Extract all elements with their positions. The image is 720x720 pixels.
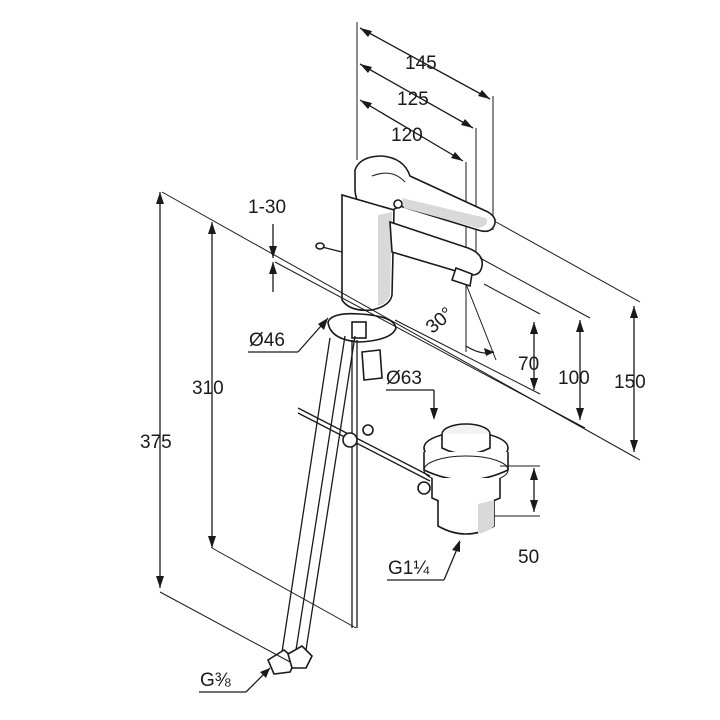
arrow-70-top	[530, 322, 538, 334]
top-dimension-group: 145 125 120	[356, 22, 494, 275]
handle-screw	[393, 199, 403, 209]
hose-left-inner	[305, 335, 356, 651]
arrow-100-bottom	[576, 408, 584, 420]
column-shade	[378, 212, 392, 306]
aerator	[450, 266, 473, 288]
arrow-100-top	[576, 320, 584, 332]
label-diameter-46: Ø46	[249, 330, 285, 351]
waste-plug-side	[441, 434, 491, 455]
ext-100-top	[479, 257, 591, 319]
arrow-375-bottom	[156, 576, 164, 588]
arrow-145-end	[478, 90, 490, 99]
deck-line-2	[274, 261, 586, 429]
arrow-145-start	[360, 28, 372, 37]
ext-70-top	[483, 283, 541, 315]
label-100: 100	[558, 368, 590, 389]
mounting-nut	[351, 321, 367, 339]
arrow-375-top	[156, 192, 164, 204]
leader-63-arrow	[430, 408, 438, 420]
arrow-125-start	[360, 64, 372, 73]
handle-highlight	[371, 172, 406, 183]
hoses-group	[266, 335, 431, 675]
arrow-1-30-top	[269, 246, 277, 258]
handle-shade	[402, 198, 487, 228]
arrow-1-30-bottom	[269, 262, 277, 274]
faucet-body	[315, 155, 496, 381]
leader-g114-arrow	[452, 540, 460, 552]
hose-fitting-right	[287, 645, 313, 669]
label-310: 310	[192, 378, 224, 399]
right-dimension-group: 70 100 150	[161, 191, 646, 461]
label-1-30: 1-30	[248, 197, 286, 218]
label-30deg: 30°	[422, 304, 458, 339]
arrow-120-start	[360, 100, 372, 109]
arrow-150-bottom	[630, 440, 638, 452]
waste-body-shade	[478, 500, 494, 534]
label-120: 120	[391, 125, 423, 146]
popup-knob	[315, 242, 325, 250]
label-70: 70	[518, 354, 539, 375]
label-g1-1-4: G1¼	[388, 558, 430, 579]
hose-back	[281, 337, 331, 653]
arrow-70-bottom	[530, 378, 538, 390]
angle-leg-1	[465, 283, 497, 361]
hose-left-outer	[295, 335, 346, 651]
label-375: 375	[140, 432, 172, 453]
faucet-spout	[389, 220, 484, 276]
waste-linkage-pivot	[417, 481, 431, 495]
arrow-150-top	[630, 306, 638, 318]
arrow-125-end	[461, 119, 473, 128]
flexible-hose-connector	[361, 349, 383, 381]
linkage-clamp	[342, 432, 358, 448]
leader-46-arrow	[318, 318, 328, 330]
linkage-rod-2	[297, 412, 431, 482]
label-150: 150	[614, 372, 646, 393]
leader-labels: Ø46 Ø63 50 G1¼ G⅜	[199, 317, 540, 693]
dim-line-145	[359, 27, 491, 100]
dim-line-125	[359, 63, 474, 129]
arrow-310-bottom	[208, 536, 216, 548]
dim-line-120	[359, 99, 464, 162]
label-diameter-63: Ø63	[386, 368, 422, 389]
waste-assembly	[417, 423, 509, 535]
arrow-50-bottom	[530, 500, 538, 512]
label-125: 125	[397, 89, 429, 110]
arrow-310-top	[208, 222, 216, 234]
angle-arrow	[484, 348, 494, 356]
ext-310-bottom	[211, 547, 357, 629]
arrow-50-top	[530, 468, 538, 480]
left-dimension-group: 1-30 310 375	[140, 192, 357, 663]
label-50: 50	[518, 547, 539, 568]
deck-line-3	[394, 319, 541, 395]
ext-150-top	[495, 221, 641, 303]
ext-375-bottom	[159, 591, 291, 663]
label-g3-8: G⅜	[200, 670, 231, 691]
label-145: 145	[405, 53, 437, 74]
leader-g38-arrow	[260, 668, 270, 678]
arrow-120-end	[451, 152, 463, 161]
linkage-screw	[362, 424, 374, 436]
angle-group: 30°	[422, 283, 497, 361]
linkage-rod	[297, 407, 431, 477]
